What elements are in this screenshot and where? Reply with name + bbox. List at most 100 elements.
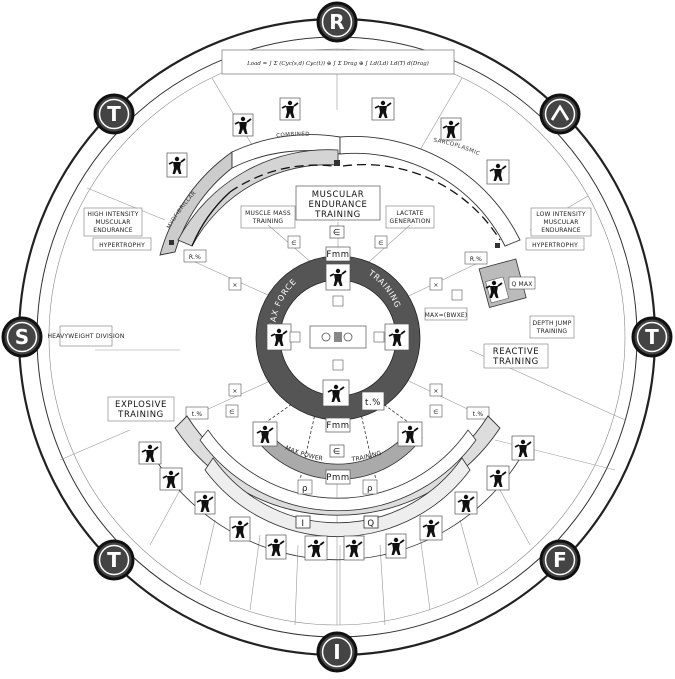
lactate-label-2: GENERATION	[390, 218, 431, 225]
explosive-box	[107, 396, 175, 422]
heavyweight-label: HEAVYWEIGHT DIVISION	[47, 333, 124, 340]
t-pct-left-box	[185, 406, 209, 420]
elem-symbol: ∈	[433, 409, 438, 416]
high-int-label-3: ENDURANCE	[93, 227, 133, 234]
depth-jump-box	[529, 315, 575, 339]
node-bottom-right[interactable]: F	[539, 539, 581, 581]
low-int-label-2: MUSCULAR	[543, 219, 578, 226]
sarcoplasmic-arc	[339, 136, 521, 247]
high-int-label-2: MUSCULAR	[95, 219, 130, 226]
elem-box	[287, 235, 301, 249]
node-bottom-right-letter: F	[553, 548, 567, 572]
explosive-label-1: EXPLOSIVE	[115, 400, 167, 410]
cross-box	[429, 277, 443, 291]
elem-symbol: ∈	[378, 240, 383, 247]
node-top-left[interactable]: T	[93, 93, 135, 135]
max-bwxe-label: MAX=(BWXE)	[425, 312, 468, 319]
reactive-label-1: REACTIVE	[493, 347, 540, 357]
q-max-label: Q MAX	[511, 281, 532, 288]
hypertrophy-right-box	[525, 237, 585, 251]
elem-box	[225, 404, 239, 418]
bracket-left	[191, 191, 231, 247]
node-bottom-left[interactable]: T	[93, 539, 135, 581]
ring-icon-boxes: t.%	[266, 263, 410, 411]
marker	[169, 240, 174, 245]
cross-box	[228, 383, 242, 397]
rho-box	[297, 479, 313, 495]
elem-box	[429, 404, 443, 418]
elem-symbol: ∈	[291, 240, 296, 247]
load-formula: Load = ∫ Σ (Cyc(s,d) Cyc(t)) ⊕ ∫ Σ Drag …	[246, 60, 429, 67]
power-mid-arc	[199, 429, 477, 512]
rho-right: ρ	[367, 484, 373, 494]
fmm-top-box	[325, 246, 351, 262]
elem-box	[374, 235, 388, 249]
node-left-letter: S	[15, 325, 29, 349]
i-label: I	[301, 519, 304, 529]
reactive-box	[483, 343, 549, 369]
cross-symbol: ×	[433, 282, 438, 289]
sarcoplasmic-label: SARCOPLASMIC	[433, 138, 481, 158]
me-title-2: ENDURANCE	[309, 200, 368, 210]
hypertrophy-left-label: HYPERTROPHY	[99, 242, 145, 249]
r-pct-left-box	[183, 249, 207, 263]
reactive-label-2: TRAINING	[492, 357, 539, 367]
node-top-left-letter: T	[107, 102, 121, 126]
node-bottom[interactable]: I	[316, 631, 358, 673]
node-bottom-left-letter: T	[107, 548, 121, 572]
depth-jump-label-1: DEPTH JUMP	[532, 320, 571, 327]
fmm-top: Fmm	[326, 250, 349, 260]
marker	[495, 243, 500, 248]
t-pct-left: t.%	[192, 411, 203, 418]
formula-box	[221, 49, 455, 75]
low-intensity-box	[530, 207, 592, 237]
center-block-icon	[334, 332, 342, 342]
muscular-endurance-box	[295, 185, 381, 221]
bottom-icon-boxes	[138, 435, 535, 561]
pmm-label: Pmm	[326, 473, 350, 483]
cross-symbol: ×	[433, 388, 438, 395]
q-label: Q	[367, 519, 374, 529]
elem-bottom-box	[329, 444, 345, 458]
max-bwxe-box	[424, 307, 468, 321]
i-box	[295, 515, 311, 529]
node-bottom-letter: I	[333, 640, 340, 664]
node-left[interactable]: S	[1, 316, 43, 358]
cross-symbol: ×	[232, 282, 237, 289]
high-int-label-1: HIGH INTENSITY	[87, 211, 138, 218]
lactate-label: LACTATE	[396, 210, 423, 217]
elem-bottom: ∈	[333, 447, 341, 457]
fmm-bottom-box	[325, 417, 351, 433]
rho-box	[362, 479, 378, 495]
sector-lines	[59, 49, 626, 626]
t-pct-right-box	[466, 406, 490, 420]
node-right[interactable]: T	[631, 316, 673, 358]
center-gauge-icon	[343, 332, 353, 342]
t-pct-center: t.%	[365, 398, 381, 408]
bottom-inner-arc	[204, 457, 471, 537]
heavyweight-box	[59, 325, 113, 347]
fmm-bottom: Fmm	[326, 421, 349, 431]
dashed-arc	[342, 163, 501, 241]
node-top-letter: R	[329, 10, 344, 34]
node-top-right[interactable]	[539, 93, 581, 135]
rho-left: ρ	[302, 484, 308, 494]
me-title-1: MUSCULAR	[312, 190, 365, 200]
q-box	[363, 515, 379, 529]
muscle-mass-label: MUSCLE MASS	[245, 210, 291, 217]
r-pct-right: R.%	[470, 256, 482, 263]
marker	[334, 160, 340, 166]
node-top[interactable]: R	[316, 1, 358, 43]
small-connectors	[289, 289, 463, 371]
cross-symbol: ×	[232, 388, 237, 395]
low-int-label-3: ENDURANCE	[541, 227, 581, 234]
low-int-label-1: LOW INTENSITY	[536, 211, 586, 218]
hypertrophy-right-label: HYPERTROPHY	[532, 242, 578, 249]
cross-box	[228, 277, 242, 291]
hypertrophy-left-box	[92, 237, 152, 251]
lactate-box	[385, 205, 435, 229]
caret-icon	[550, 104, 570, 121]
muscle-mass-box	[240, 205, 296, 229]
